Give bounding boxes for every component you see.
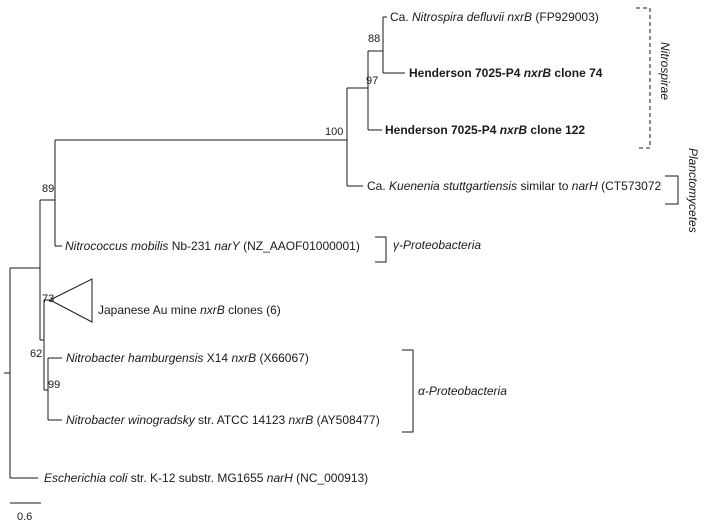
group-label-gamma: γ-Proteobacteria <box>393 238 481 252</box>
group-brackets <box>375 7 679 433</box>
group-label-alpha: α-Proteobacteria <box>418 384 507 398</box>
bootstrap-62: 62 <box>30 348 42 360</box>
tree-branches <box>4 16 405 479</box>
taxon-japanese-clones: Japanese Au mine nxrB clones (6) <box>98 303 281 317</box>
group-label-planctomycetes: Planctomycetes <box>686 148 700 233</box>
bracket-nitrospirae <box>636 7 651 149</box>
bootstrap-73: 73 <box>42 293 54 305</box>
bootstrap-89: 89 <box>42 183 54 195</box>
taxon-clone74: Henderson 7025-P4 nxrB clone 74 <box>409 66 603 80</box>
taxon-labels: Ca. Nitrospira defluvii nxrB (FP929003) … <box>44 10 662 485</box>
bootstrap-100: 100 <box>325 126 343 138</box>
taxon-nitrococcus: Nitrococcus mobilis Nb-231 narY (NZ_AAOF… <box>65 239 360 253</box>
bootstrap-values: 88 97 100 89 73 62 99 <box>30 33 380 391</box>
scale-bar: 0.6 <box>10 502 41 523</box>
taxon-ecoli: Escherichia coli str. K-12 substr. MG165… <box>44 471 368 485</box>
group-labels: Nitrospirae Planctomycetes γ-Proteobacte… <box>393 42 700 398</box>
bracket-gamma <box>375 236 387 263</box>
bootstrap-97: 97 <box>366 75 378 87</box>
bracket-alpha <box>402 349 414 433</box>
taxon-kuenenia: Ca. Kuenenia stuttgartiensis similar to … <box>367 179 662 193</box>
taxon-nitrospira: Ca. Nitrospira defluvii nxrB (FP929003) <box>390 10 599 24</box>
collapsed-clade-triangle <box>48 278 93 323</box>
taxon-clone122: Henderson 7025-P4 nxrB clone 122 <box>385 123 585 137</box>
taxon-winogradsky: Nitrobacter winogradsky str. ATCC 14123 … <box>66 413 380 427</box>
bracket-planctomycetes <box>665 175 679 205</box>
bootstrap-88: 88 <box>368 33 380 45</box>
bootstrap-99: 99 <box>48 379 60 391</box>
taxon-hamburgensis: Nitrobacter hamburgensis X14 nxrB (X6606… <box>66 351 309 365</box>
group-label-nitrospirae: Nitrospirae <box>658 42 672 100</box>
scale-bar-label: 0.6 <box>17 511 32 523</box>
